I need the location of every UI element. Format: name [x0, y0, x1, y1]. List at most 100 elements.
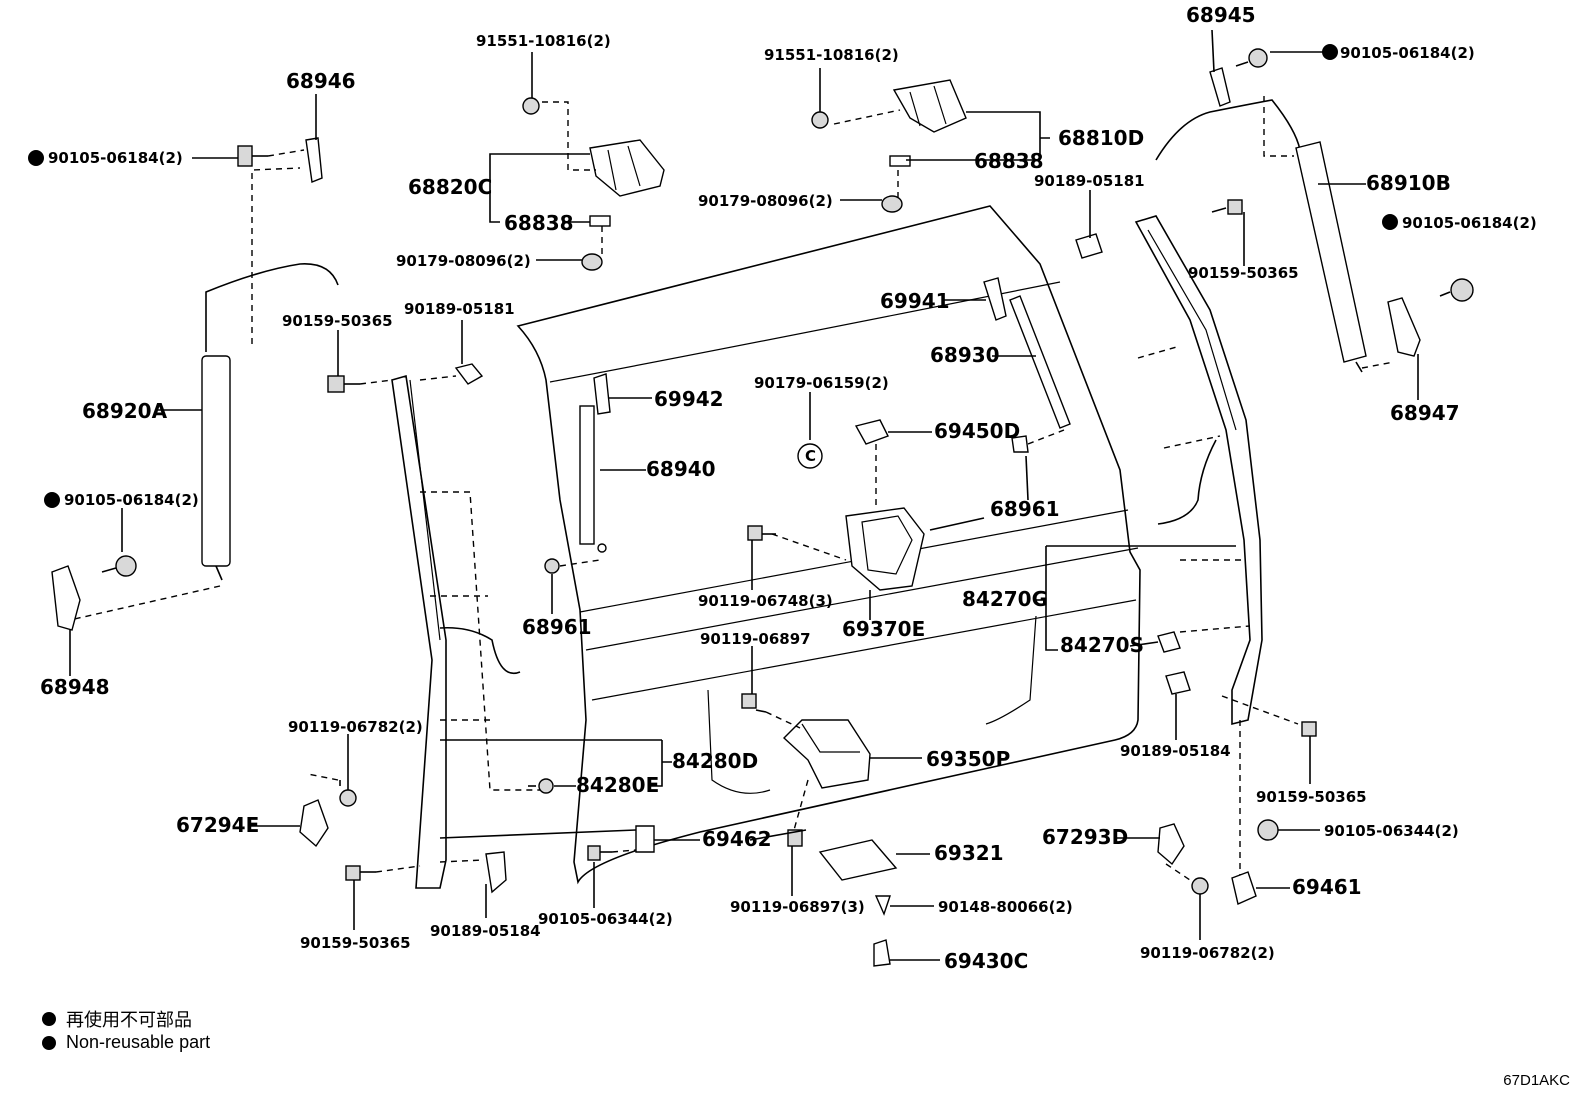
right-side-trim — [1045, 215, 1299, 880]
legend-jp-text: 再使用不可部品 — [66, 1010, 192, 1030]
clip-90189-05184-left — [439, 851, 507, 894]
label-90105-06184-top-right: 90105-06184(2) — [1340, 44, 1475, 62]
label-69941: 69941 — [880, 289, 950, 313]
bolt-90179-08096-center — [881, 195, 903, 213]
label-68961-right: 68961 — [990, 497, 1060, 521]
leader-lines — [69, 29, 1419, 961]
label-69461: 69461 — [1292, 875, 1362, 899]
screw-90159-50365-lower-right — [1301, 721, 1317, 737]
label-90159-50365-right: 90159-50365 — [1188, 264, 1299, 282]
label-84270s: 84270S — [1060, 633, 1144, 657]
label-90159-50365-lower-right: 90159-50365 — [1256, 788, 1367, 806]
clip-84270s — [1157, 631, 1181, 653]
bracket-68946 — [305, 137, 323, 183]
label-68940: 68940 — [646, 457, 716, 481]
label-68838-right: 68838 — [974, 149, 1044, 173]
bumper-69462 — [635, 825, 655, 853]
bolt-90119-06897-bottom — [787, 829, 803, 847]
actuator-69350p — [765, 711, 871, 831]
label-68946: 68946 — [286, 69, 356, 93]
bracket-68947 — [1387, 297, 1421, 357]
label-91551-10816-left: 91551-10816(2) — [476, 32, 611, 50]
svg-text:C: C — [805, 447, 816, 465]
label-90105-06344-left: 90105-06344(2) — [538, 910, 673, 928]
label-90105-06184-left: 90105-06184(2) — [48, 149, 183, 167]
clip-68961-left — [544, 558, 601, 574]
bracket-67293d — [1157, 823, 1191, 881]
label-69321: 69321 — [934, 841, 1004, 865]
bracket-69450d — [854, 419, 889, 510]
label-90105-06344-right: 90105-06344(2) — [1324, 822, 1459, 840]
label-68948: 68948 — [40, 675, 110, 699]
stay-68910b — [1155, 96, 1395, 373]
bracket-67294e — [299, 799, 329, 848]
shim-68838-left — [589, 215, 611, 227]
bracket-69941 — [983, 277, 1007, 321]
bolt-90119-06897-top — [741, 693, 767, 713]
clip-84280e — [528, 778, 554, 794]
left-side-trim — [391, 374, 662, 889]
bolt-90179-08096-left — [581, 253, 603, 271]
legend-non-reusable-jp: 再使用不可部品 — [42, 1006, 192, 1032]
label-69370e: 69370E — [842, 617, 925, 641]
bolt-90105-06184-right — [1439, 278, 1474, 302]
clip-90189-05184-right — [1165, 671, 1191, 695]
label-69350p: 69350P — [926, 747, 1010, 771]
bumper-69461 — [1231, 871, 1257, 905]
label-90179-08096-left: 90179-08096(2) — [396, 252, 531, 270]
bolt-90105-06344-left — [587, 845, 637, 861]
bolt-90105-06344-right — [1257, 819, 1279, 841]
nut-91551-left — [522, 97, 540, 115]
stay-68930 — [1009, 295, 1071, 429]
label-67293d: 67293D — [1042, 825, 1128, 849]
label-90159-50365-left: 90159-50365 — [282, 312, 393, 330]
label-91551-10816-center: 91551-10816(2) — [764, 46, 899, 64]
bolt-90105-06184-left-top — [237, 145, 305, 167]
lock-69370e — [771, 507, 985, 591]
bolt-90119-06782-left — [307, 773, 357, 807]
label-90119-06748: 90119-06748(3) — [698, 592, 833, 610]
label-67294e: 67294E — [176, 813, 259, 837]
label-69450d: 69450D — [934, 419, 1020, 443]
label-90119-06897-bottom: 90119-06897(3) — [730, 898, 865, 916]
label-90189-05181-right: 90189-05181 — [1034, 172, 1145, 190]
bolt-90105-06184-top-right — [1235, 48, 1268, 68]
label-68930: 68930 — [930, 343, 1000, 367]
clip-68961-right — [1011, 429, 1065, 453]
clip-90189-05181-right — [1075, 233, 1103, 259]
label-90105-06184-lower-left: 90105-06184(2) — [64, 491, 199, 509]
bolt-90105-06184-lower-left — [101, 555, 137, 577]
clip-90189-05181-left — [454, 363, 484, 385]
screw-90148-80066 — [874, 895, 891, 916]
label-68961-left: 68961 — [522, 615, 592, 639]
label-84280d: 84280D — [672, 749, 758, 773]
bullet-icon — [42, 1035, 56, 1050]
nut-91551-center — [811, 111, 829, 129]
bracket-68945 — [1209, 67, 1231, 107]
label-90148-80066: 90148-80066(2) — [938, 898, 1073, 916]
hinge-68810d — [833, 79, 967, 198]
label-90189-05184-left: 90189-05184 — [430, 922, 541, 940]
label-84270g: 84270G — [962, 587, 1048, 611]
bolt-90119-06748 — [747, 525, 776, 541]
bracket-69942 — [593, 373, 611, 415]
cover-69321 — [818, 839, 898, 881]
label-68910b: 68910B — [1366, 171, 1451, 195]
bracket-68948 — [51, 565, 81, 631]
part-labels: 68945 90105-06184(2) 91551-10816(2) 9155… — [40, 3, 1537, 973]
bolt-90119-06782-right — [1191, 877, 1209, 895]
label-69430c: 69430C — [944, 949, 1028, 973]
label-68838-left: 68838 — [504, 211, 574, 235]
stay-68920a — [69, 167, 339, 621]
hinge-68820c — [542, 101, 665, 258]
label-68810d: 68810D — [1058, 126, 1144, 150]
label-68820c: 68820C — [408, 175, 492, 199]
bullet-icon — [42, 1012, 56, 1026]
label-68920a: 68920A — [82, 399, 168, 423]
label-90159-50365-bottom: 90159-50365 — [300, 934, 411, 952]
screw-90159-50365-left-bottom — [345, 865, 421, 881]
label-69462: 69462 — [702, 827, 772, 851]
non-reusable-markers — [28, 44, 1398, 508]
screw-90159-50365-right-top — [1211, 199, 1243, 215]
label-68947: 68947 — [1390, 401, 1460, 425]
